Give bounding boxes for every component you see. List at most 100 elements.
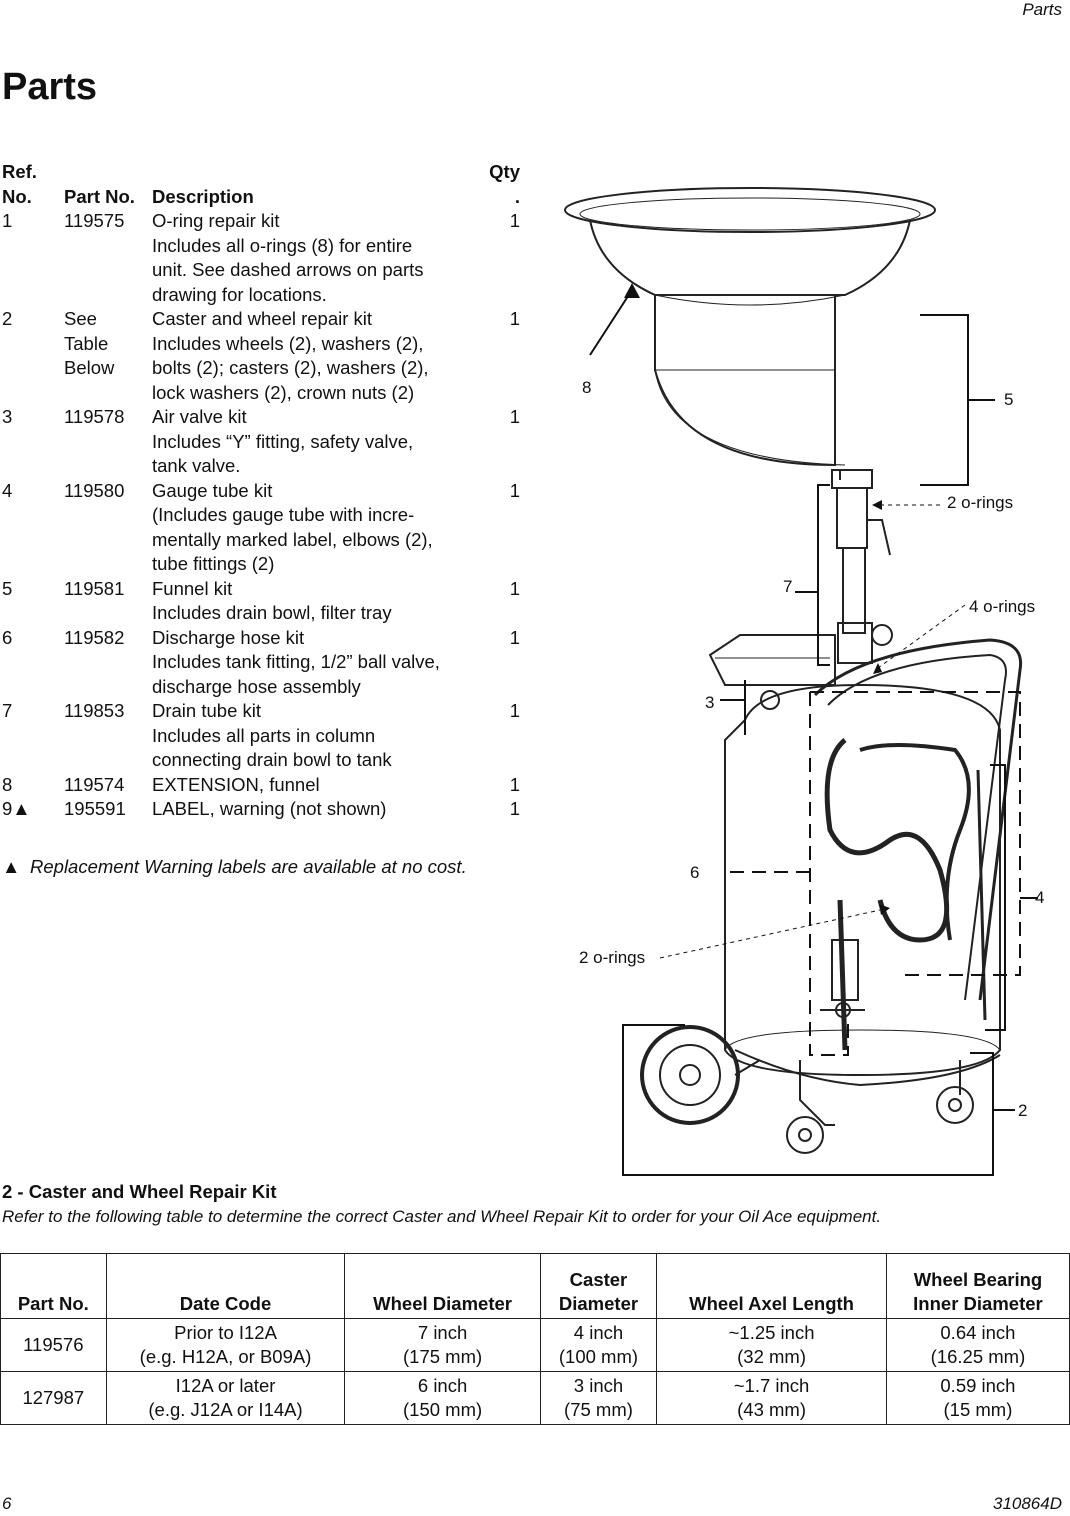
part-description-line: Drain tube kit — [152, 700, 261, 721]
part-description-line: connecting drain bowl to tank — [152, 749, 392, 770]
parts-list-header: Ref. No. Part No. Description Qty . — [0, 160, 520, 209]
kit-cell-line: 3 inch — [573, 1375, 624, 1396]
kit-cell-line: (32 mm) — [737, 1346, 806, 1367]
part-description-line: EXTENSION, funnel — [152, 773, 320, 795]
part-number-line: See — [64, 308, 97, 329]
part-ref: 4 — [2, 479, 13, 501]
kit-cell-line: (150 mm) — [403, 1399, 483, 1420]
part-number-line: 119853 — [64, 700, 125, 721]
drain-bowl — [589, 219, 911, 296]
callout-3: 3 — [705, 693, 714, 712]
part-ref: 1 — [2, 210, 13, 231]
part-number: 119582 — [64, 626, 152, 700]
part-description-line: mentally marked label, elbows (2), — [152, 528, 433, 550]
callout-2-bracket — [622, 1024, 994, 1176]
callout-5: 5 — [1004, 390, 1013, 409]
part-qty: 1 — [509, 626, 520, 648]
kit-cell-line: 7 inch — [417, 1322, 468, 1343]
part-description-line: Includes wheels (2), washers (2), — [152, 332, 424, 354]
kit-cell-line: 0.64 inch — [940, 1322, 1016, 1343]
part-number-line: 119574 — [64, 773, 125, 795]
part-description-line: Caster and wheel repair kit — [152, 308, 373, 329]
callout-2orings-bottom-leader — [659, 909, 881, 959]
coupling — [831, 469, 873, 489]
kit-table-cell: I12A or later(e.g. J12A or I14A) — [105, 1371, 346, 1425]
kit-table-column-header: Part No. — [0, 1253, 107, 1319]
callout-2-orings-bottom: 2 o-rings — [579, 948, 645, 967]
gauge-tube — [976, 769, 987, 1021]
part-description-line: O-ring repair kit — [152, 210, 280, 231]
callout-4orings-leader — [877, 604, 966, 669]
kit-cell-line: 119576 — [23, 1334, 84, 1355]
kit-table-cell: 6 inch(150 mm) — [344, 1371, 541, 1425]
drain-coupler — [837, 622, 873, 664]
part-number: 195591 — [64, 797, 152, 822]
filter-tray — [708, 634, 836, 686]
callout-8: 8 — [582, 378, 591, 397]
callout-6: 6 — [690, 863, 699, 882]
part-description: Gauge tube kit (Includes gauge tube with … — [152, 479, 482, 577]
kit-table-cell: 0.59 inch(15 mm) — [885, 1371, 1070, 1425]
kit-table-cell: 3 inch(75 mm) — [539, 1371, 658, 1425]
kit-header-line: Wheel Bearing — [913, 1269, 1043, 1290]
part-description: EXTENSION, funnel — [152, 773, 482, 798]
part-ref: 7 — [2, 700, 13, 721]
part-qty: 1 — [509, 210, 520, 231]
kit-table-column-header: Wheel Diameter — [344, 1253, 541, 1319]
part-ref: 6 — [2, 626, 13, 648]
part-description-line: Includes tank fitting, 1/2” ball valve, — [152, 651, 440, 672]
kit-table-cell: 7 inch(175 mm) — [344, 1318, 541, 1372]
header-description: Description — [152, 185, 254, 207]
kit-section-subtitle: Refer to the following table to determin… — [2, 1207, 882, 1226]
part-description: LABEL, warning (not shown) — [152, 797, 482, 822]
part-description-line: LABEL, warning (not shown) — [152, 798, 387, 819]
air-valve — [760, 690, 780, 710]
kit-table-cell: 119576 — [0, 1318, 107, 1372]
kit-section-title: 2 - Caster and Wheel Repair Kit — [2, 1181, 277, 1202]
kit-table-cell: 4 inch(100 mm) — [539, 1318, 658, 1372]
page-title: Parts — [2, 66, 98, 108]
part-number-line: Table — [64, 332, 109, 354]
warning-note-text: Replacement Warning labels are available… — [30, 856, 467, 877]
drain-tube-upper — [836, 487, 868, 549]
kit-header-line: Part No. — [17, 1293, 89, 1314]
handle — [813, 638, 1023, 1001]
part-number-line: 119578 — [64, 406, 125, 427]
page-number: 6 — [2, 1494, 12, 1513]
kit-header-line: Date Code — [179, 1293, 272, 1314]
part-description-line: drawing for locations. — [152, 283, 327, 305]
kit-cell-line: ~1.7 inch — [733, 1375, 810, 1396]
part-ref: 5 — [2, 577, 13, 599]
part-description-line: (Includes gauge tube with incre- — [152, 504, 415, 525]
part-description-line: Gauge tube kit — [152, 479, 273, 501]
kit-cell-line: 4 inch — [573, 1322, 624, 1343]
kit-header-line: Diameter — [558, 1293, 639, 1314]
part-number: 119574 — [64, 773, 152, 798]
header-qty-line2: . — [514, 185, 520, 207]
part-description-line: Funnel kit — [152, 577, 233, 599]
part-qty: 1 — [509, 773, 520, 795]
part-description-line: Air valve kit — [152, 406, 247, 427]
tank — [724, 683, 1001, 1077]
gauge-bracket — [985, 764, 1006, 1031]
drain-bowl-rim — [564, 187, 936, 233]
part-description-line: tank valve. — [152, 455, 241, 476]
